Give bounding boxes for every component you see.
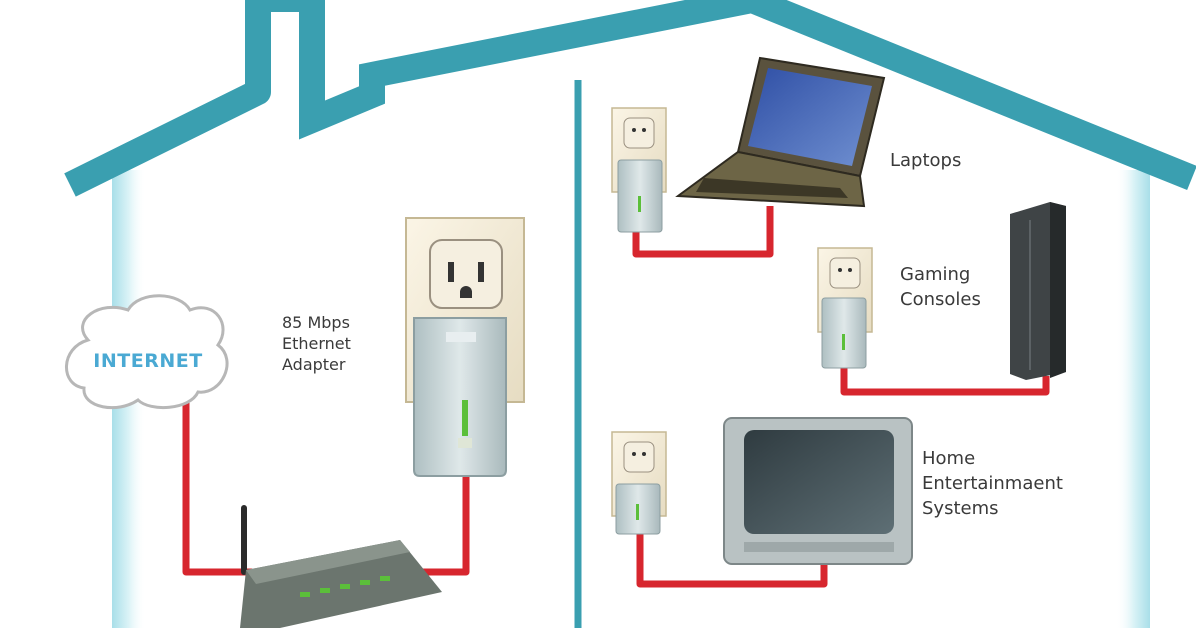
gaming-consoles-label: Gaming Consoles (900, 262, 981, 312)
home-label-line: Entertainmaent (922, 473, 1063, 494)
internet-label: INTERNET (93, 350, 203, 372)
home-entertainment-label: Home Entertainmaent Systems (922, 446, 1063, 521)
home-label-line: Home (922, 448, 976, 469)
cloud-icon (65, 294, 229, 410)
gaming-label-line: Consoles (900, 289, 981, 310)
house-outline (64, 0, 1196, 628)
powerline-adapter-icon (615, 483, 661, 535)
laptops-label-line: Laptops (890, 150, 962, 171)
laptop-icon (675, 56, 886, 208)
router-icon (240, 505, 442, 628)
powerline-adapter-icon (413, 317, 507, 477)
adapter-label-line: Adapter (282, 355, 346, 374)
network-cables (182, 206, 1050, 588)
adapter-label-line: Ethernet (282, 334, 351, 353)
television-icon (723, 417, 913, 565)
laptops-label: Laptops (890, 148, 961, 173)
powerline-adapter-icon (821, 297, 867, 369)
adapter-label: 85 Mbps Ethernet Adapter (282, 312, 351, 375)
powerline-adapter-icon (617, 159, 663, 233)
game-console-icon (1010, 202, 1066, 380)
adapter-label-line: 85 Mbps (282, 313, 350, 332)
home-label-line: Systems (922, 498, 999, 519)
gaming-label-line: Gaming (900, 264, 971, 285)
